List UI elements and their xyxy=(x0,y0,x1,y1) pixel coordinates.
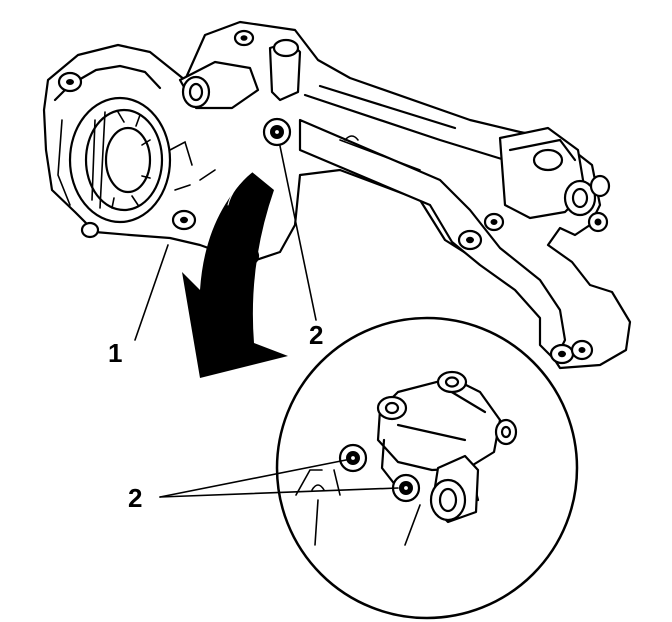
top-boss-bore xyxy=(181,75,211,109)
leader-line-detail-1 xyxy=(159,459,347,498)
oil-pump-assembly xyxy=(42,20,632,370)
pump-housing-outline xyxy=(42,20,632,370)
gear-cavity-inner xyxy=(84,108,164,212)
pickup-bracket xyxy=(298,118,567,362)
gear-cavity-core xyxy=(104,126,152,194)
detail-boss-bore xyxy=(429,478,467,522)
callout-1: 1 xyxy=(108,338,122,368)
leader-line-detail-2 xyxy=(159,487,399,498)
leader-line-2 xyxy=(279,145,317,321)
callout-2-detail: 2 xyxy=(128,483,142,513)
callout-2-upper: 2 xyxy=(309,320,323,350)
detail-view-arrow xyxy=(182,172,288,378)
leader-line-1 xyxy=(134,244,169,341)
detail-view xyxy=(275,316,579,620)
